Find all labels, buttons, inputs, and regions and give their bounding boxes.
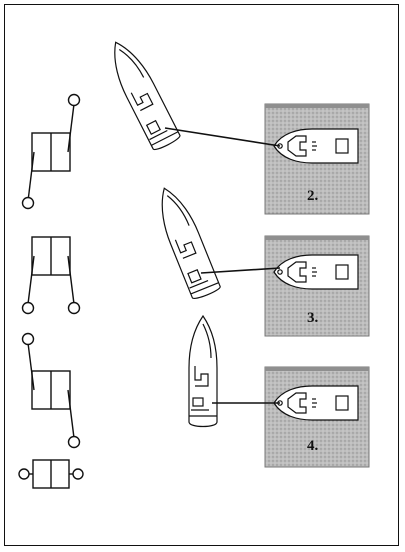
- docked-boat-2: [273, 128, 359, 164]
- mooring-line-3: [200, 267, 281, 274]
- throttle-icon-neutral: [18, 459, 84, 489]
- mooring-line-2: [164, 127, 281, 147]
- maneuvering-boat-2: [114, 41, 181, 151]
- throttle-icon-left-up-right-down: [21, 332, 81, 449]
- step-label-3: 3.: [307, 310, 319, 326]
- step-label-4: 4.: [307, 438, 319, 454]
- maneuvering-boat-4: [188, 314, 218, 428]
- maneuvering-boat-3: [161, 187, 221, 300]
- docked-boat-4: [273, 385, 359, 421]
- throttle-icon-both-down: [21, 236, 81, 315]
- step-label-2: 2.: [307, 188, 319, 204]
- docked-boat-3: [273, 254, 359, 290]
- throttle-icon-left-down-right-up: [21, 93, 81, 210]
